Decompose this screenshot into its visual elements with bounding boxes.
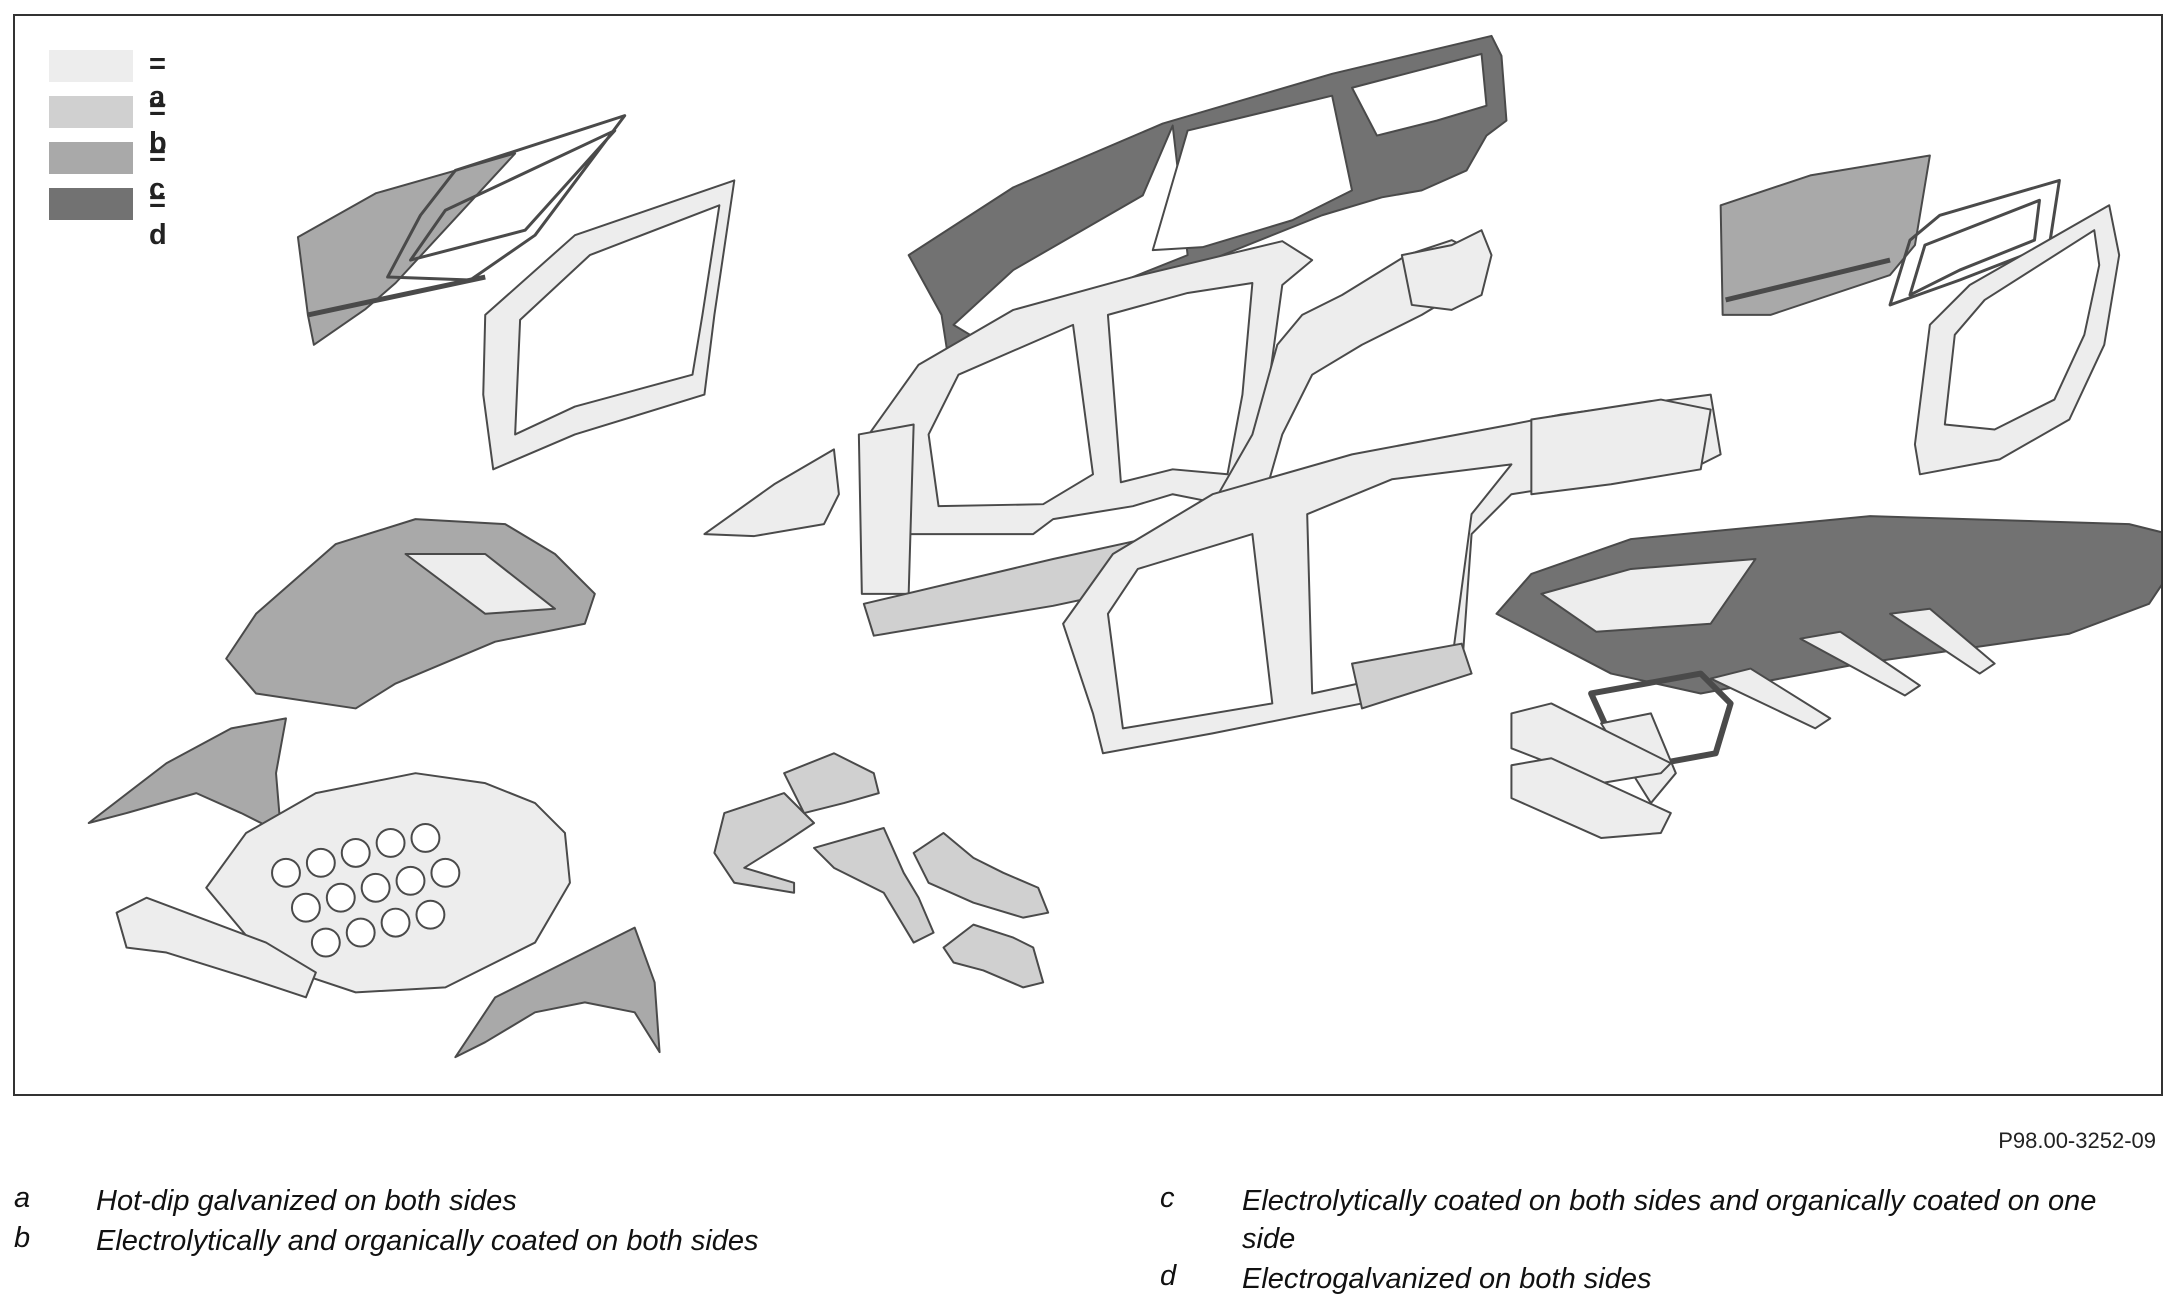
side-frame-lower-opening-front (1106, 533, 1274, 730)
rear-side-member (1351, 642, 1473, 710)
front-longitudinal-member-3 (813, 826, 935, 944)
key-letter-d: d (1160, 1260, 1177, 1292)
legend-swatch-a (49, 50, 133, 82)
front-fender-left (87, 717, 287, 834)
hood-inner-holes (271, 823, 461, 958)
rear-quarter-inner (1530, 398, 1712, 496)
a-pillar-gusset (703, 448, 840, 538)
hood-outer-panel (225, 518, 596, 710)
roof-panel (1495, 515, 2161, 695)
key-text-a: Hot-dip galvanized on both sides (96, 1185, 517, 1217)
roof-bow-3 (1889, 607, 1996, 675)
key-text-d: Electrogalvanized on both sides (1242, 1263, 1652, 1295)
figure-id: P98.00-3252-09 (1998, 1128, 2156, 1153)
body-parts-illustration (87, 34, 2161, 1059)
rear-door-inner-opening (1943, 229, 2101, 431)
key-letter-c: c (1160, 1182, 1175, 1214)
roof-bow-1 (1709, 667, 1832, 730)
side-wall-inner-opening-a (927, 323, 1094, 508)
front-longitudinal-member-5 (942, 923, 1045, 989)
wheel-arch-reinforcement (1400, 229, 1493, 311)
hood-grille-slot (404, 553, 556, 615)
windshield-cross-member (1510, 757, 1672, 839)
side-frame-lower-opening-rear (1306, 463, 1513, 695)
a-pillar-lower-inner (857, 423, 915, 595)
legend-swatch-b (49, 96, 133, 128)
side-wall-inner-opening-b (1106, 282, 1254, 484)
front-longitudinal-member-2 (783, 752, 880, 815)
front-fender-right (454, 926, 661, 1059)
side-wall-door-opening-rear (1151, 94, 1354, 252)
key-text-b: Electrolytically and organically coated … (96, 1225, 759, 1257)
legend-swatch-d (49, 188, 133, 220)
front-door-outer-panel (296, 152, 517, 346)
side-wall-quarter-window (1351, 52, 1488, 137)
front-longitudinal-member-1 (713, 792, 816, 894)
headlamp-support (115, 896, 317, 999)
legend-label-b: = b (149, 94, 167, 159)
rear-door-trim-strip (1725, 257, 1891, 303)
key-letter-a: a (14, 1182, 31, 1214)
front-door-trim-strip (307, 274, 486, 318)
front-longitudinal-member-4 (912, 831, 1050, 919)
rear-door-window-frame (1888, 178, 2061, 307)
key-text-c: Electrolytically coated on both sides an… (1242, 1185, 2097, 1255)
legend-label-d: = d (149, 186, 167, 251)
key-letter-b: b (14, 1222, 31, 1254)
legend-label-a: = a (149, 48, 166, 113)
legend-swatch-c (49, 142, 133, 174)
rear-door-outer-panel (1719, 154, 1931, 316)
front-door-inner-opening (514, 204, 721, 436)
sunroof-opening (1540, 557, 1757, 633)
diagram-frame: = a = b = c = d (13, 14, 2163, 1096)
legend-label-c: = c (149, 140, 166, 205)
roof-bow-2 (1799, 630, 1921, 697)
